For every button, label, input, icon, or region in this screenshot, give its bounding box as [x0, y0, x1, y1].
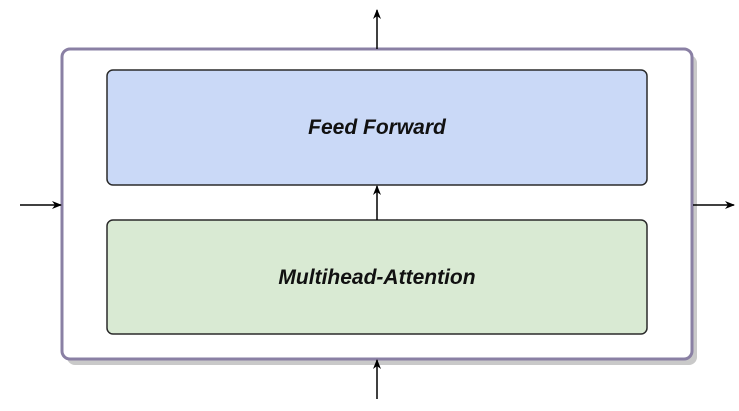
attention-block: Multihead-Attention [106, 219, 648, 335]
feed-forward-label: Feed Forward [308, 116, 447, 139]
attention-label: Multihead-Attention [278, 266, 475, 289]
feed-forward-block: Feed Forward [106, 69, 648, 186]
